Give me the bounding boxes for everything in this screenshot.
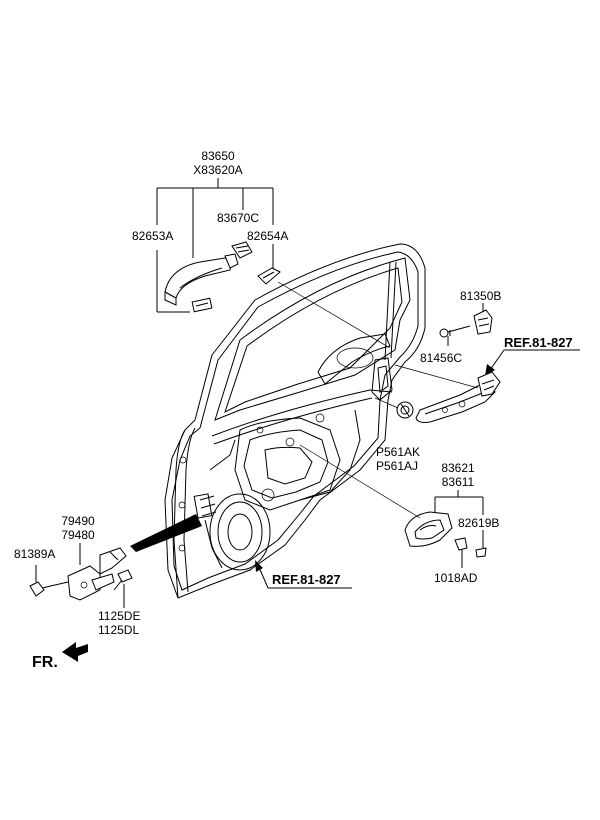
inside-handle-group: 83621 83611 82619B 1018AD xyxy=(299,444,499,585)
label-81389a: 81389A xyxy=(14,547,55,561)
handle-cap-part xyxy=(231,241,253,259)
front-direction-indicator: FR. xyxy=(32,642,88,671)
door-panel xyxy=(164,243,426,599)
label-83670c: 83670C xyxy=(217,211,259,225)
latch-bracket xyxy=(473,303,493,335)
pointer-arrow-icon xyxy=(130,514,202,552)
label-p561aj: P561AJ xyxy=(376,459,418,473)
label-83611: 83611 xyxy=(442,475,475,489)
door-checker xyxy=(67,547,127,601)
label-81456c: 81456C xyxy=(420,351,462,365)
checker-bolt xyxy=(29,581,69,597)
label-83621: 83621 xyxy=(441,461,475,475)
label-p561ak: P561AK xyxy=(376,445,420,459)
door-checker-group: 79490 79480 81389A 1125DE 1125DL xyxy=(14,514,202,637)
label-82654a: 82654A xyxy=(247,229,288,243)
label-81350b: 81350B xyxy=(460,289,501,303)
latch-mechanism xyxy=(415,371,501,423)
arrow-icon xyxy=(255,560,263,572)
label-82653a: 82653A xyxy=(132,229,173,243)
label-79490: 79490 xyxy=(61,514,95,528)
grommet-part xyxy=(396,401,414,419)
exterior-handle-group: 83650 X83620A 83670C 82653A 82654A xyxy=(132,149,391,349)
ref-bottom-group: REF.81-827 xyxy=(255,560,352,589)
handle-cover-part xyxy=(257,267,281,285)
label-79480: 79480 xyxy=(61,528,95,542)
handle-screw xyxy=(454,537,468,568)
front-arrow-icon xyxy=(62,642,88,662)
fr-label: FR. xyxy=(32,654,58,671)
inside-handle xyxy=(404,511,453,547)
label-1125dl: 1125DL xyxy=(98,623,139,637)
latch-screw xyxy=(439,325,471,346)
outside-handle xyxy=(164,253,239,313)
label-x83620a: X83620A xyxy=(193,163,242,177)
label-1018ad: 1018AD xyxy=(434,571,478,585)
latch-group: 81350B 81456C REF.81-827 xyxy=(374,289,580,473)
ref-label-bottom: REF.81-827 xyxy=(272,572,341,587)
arrow-icon xyxy=(485,364,495,376)
ref-label-top: REF.81-827 xyxy=(504,335,573,350)
label-1125de: 1125DE xyxy=(98,609,140,623)
label-83650: 83650 xyxy=(201,149,235,163)
label-82619b: 82619B xyxy=(458,516,499,530)
checker-screw xyxy=(113,569,133,591)
handle-screw-cap xyxy=(475,547,487,558)
